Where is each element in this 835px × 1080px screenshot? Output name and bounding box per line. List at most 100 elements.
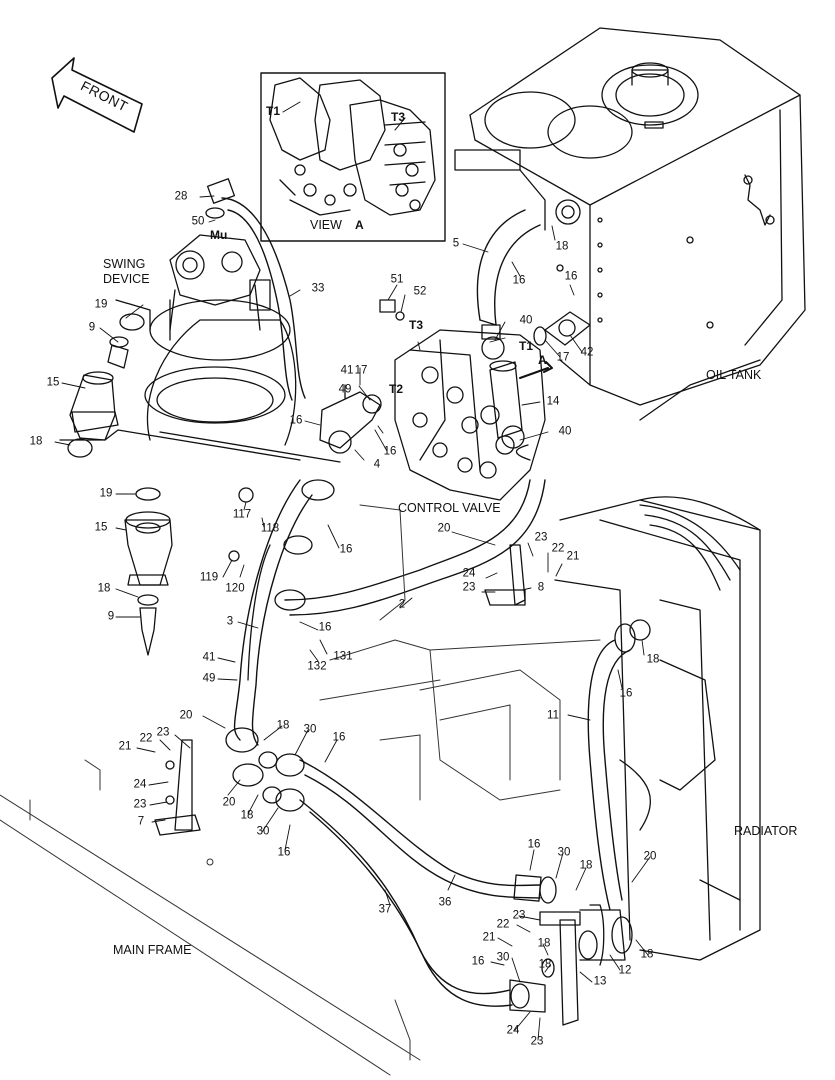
- callout-49: 49: [202, 672, 216, 685]
- pipe-2: [284, 444, 546, 616]
- callout-18: 18: [29, 435, 43, 448]
- callout-21: 21: [118, 740, 132, 753]
- callout-23: 23: [462, 581, 476, 594]
- swing-device: [144, 234, 297, 446]
- port-t2-label: T2: [389, 382, 404, 396]
- fitting-42: [533, 311, 591, 346]
- callout-16: 16: [471, 955, 485, 968]
- callout-30: 30: [557, 846, 571, 859]
- callout-20: 20: [222, 796, 236, 809]
- callout-23: 23: [156, 726, 170, 739]
- callout-52: 52: [413, 285, 427, 298]
- control-valve: [379, 299, 546, 501]
- callout-22: 22: [139, 732, 153, 745]
- callout-131: 131: [333, 650, 353, 663]
- hose-33: [205, 178, 306, 401]
- callout-19: 19: [94, 298, 108, 311]
- callout-132: 132: [307, 660, 327, 673]
- callout-16: 16: [527, 838, 541, 851]
- callout-49: 49: [338, 383, 352, 396]
- port-t1-view-label: T1: [266, 104, 281, 118]
- callout-30: 30: [496, 951, 510, 964]
- main-frame-label: MAIN FRAME: [113, 943, 192, 957]
- callout-20: 20: [437, 522, 451, 535]
- callout-16: 16: [619, 687, 633, 700]
- swing-device-label-line2: DEVICE: [103, 272, 150, 286]
- callout-3: 3: [226, 615, 234, 628]
- frame-structure: [0, 504, 601, 1076]
- callout-14: 14: [546, 395, 560, 408]
- pipe-12: [579, 904, 633, 966]
- callout-23: 23: [133, 798, 147, 811]
- swing-detail-parts: [59, 299, 341, 463]
- hose-37: [299, 799, 546, 1013]
- callout-18: 18: [276, 719, 290, 732]
- callout-18: 18: [240, 809, 254, 822]
- flange-top-3: [228, 479, 335, 611]
- callout-17: 17: [556, 351, 570, 364]
- view-label: VIEW: [310, 218, 342, 232]
- callout-19: 19: [99, 487, 113, 500]
- callout-15: 15: [46, 376, 60, 389]
- callout-42: 42: [580, 346, 594, 359]
- callout-18: 18: [555, 240, 569, 253]
- pipe-11: [587, 619, 651, 911]
- callout-9: 9: [107, 610, 115, 623]
- callout-12: 12: [618, 964, 632, 977]
- callout-15: 15: [94, 521, 108, 534]
- callout-51: 51: [390, 273, 404, 286]
- callout-40: 40: [519, 314, 533, 327]
- callout-36: 36: [438, 896, 452, 909]
- bracket-8: [484, 544, 526, 606]
- callout-23: 23: [512, 909, 526, 922]
- callout-16: 16: [318, 621, 332, 634]
- callout-17: 17: [354, 364, 368, 377]
- callout-7: 7: [137, 815, 145, 828]
- callout-18: 18: [537, 937, 551, 950]
- callout-120: 120: [225, 582, 245, 595]
- view-a-inset: [260, 72, 446, 242]
- callout-18: 18: [640, 948, 654, 961]
- callout-33: 33: [311, 282, 325, 295]
- callout-117: 117: [232, 508, 252, 521]
- callout-4: 4: [373, 458, 381, 471]
- callout-16: 16: [512, 274, 526, 287]
- callout-22: 22: [551, 542, 565, 555]
- oil-tank: [454, 27, 806, 421]
- callout-5: 5: [452, 237, 460, 250]
- callout-9: 9: [88, 321, 96, 334]
- callout-37: 37: [378, 903, 392, 916]
- radiator-label: RADIATOR: [734, 824, 798, 838]
- callout-11: 11: [547, 709, 559, 722]
- callout-20: 20: [179, 709, 193, 722]
- view-a-arrow-label: A: [538, 353, 547, 367]
- callout-16: 16: [332, 731, 346, 744]
- callout-21: 21: [566, 550, 580, 563]
- callout-24: 24: [506, 1024, 520, 1037]
- swing-device-label-line1: SWING: [103, 257, 146, 271]
- callout-28: 28: [174, 190, 188, 203]
- callout-16: 16: [339, 543, 353, 556]
- callout-16: 16: [383, 445, 397, 458]
- radiator: [554, 496, 761, 961]
- callout-16: 16: [277, 846, 291, 859]
- callout-24: 24: [133, 778, 147, 791]
- oil-tank-label: OIL TANK: [706, 368, 762, 382]
- callout-21: 21: [482, 931, 496, 944]
- callout-8: 8: [537, 581, 545, 594]
- view-letter: A: [355, 218, 364, 232]
- callout-16: 16: [564, 270, 578, 283]
- port-t3-label: T3: [409, 318, 424, 332]
- callout-18: 18: [97, 582, 111, 595]
- lower-flanges: [154, 727, 305, 836]
- view-a-arrow-icon: [519, 361, 553, 379]
- hose-36: [299, 759, 557, 904]
- control-valve-label: CONTROL VALVE: [398, 501, 501, 515]
- callout-50: 50: [191, 215, 205, 228]
- callout-24: 24: [462, 567, 476, 580]
- callout-18: 18: [646, 653, 660, 666]
- pipe-3: [233, 479, 313, 746]
- callout-13: 13: [593, 975, 607, 988]
- callout-23: 23: [534, 531, 548, 544]
